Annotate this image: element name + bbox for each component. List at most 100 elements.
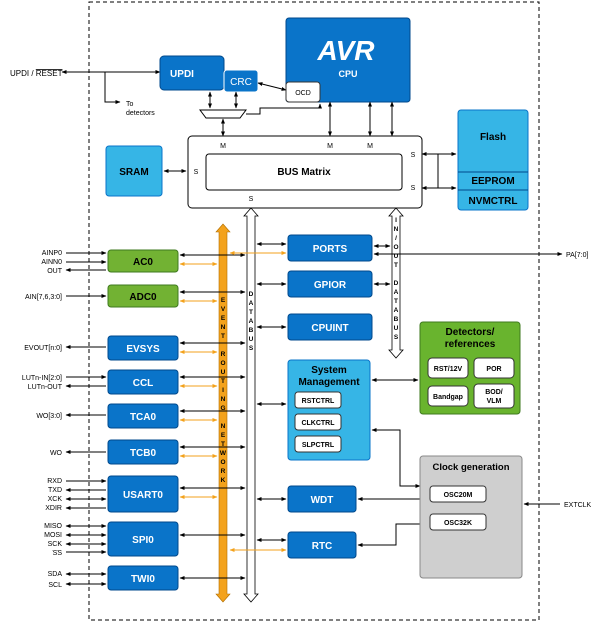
- vertical-label-char: B: [394, 316, 399, 323]
- wdt-label: WDT: [311, 495, 334, 506]
- ocd-block: [285, 81, 321, 103]
- vertical-label-char: E: [221, 315, 226, 322]
- pin-wo: WO: [50, 450, 63, 457]
- port-m-1: M: [220, 143, 226, 150]
- pin-sck: SCK: [48, 541, 63, 548]
- sram-block: [105, 145, 163, 197]
- vertical-label-char: O: [393, 244, 398, 251]
- crc-label: CRC: [230, 77, 252, 88]
- ports-block: [287, 234, 373, 262]
- vertical-label-char: A: [249, 300, 254, 307]
- bodvlm-label-1: BOD/: [485, 389, 503, 396]
- bodvlm-block: [473, 383, 515, 409]
- tca0-block: [107, 403, 179, 429]
- port-s-databus: S: [249, 196, 254, 203]
- pin-lutout: LUTn-OUT: [28, 384, 63, 391]
- vertical-label-char: N: [221, 423, 226, 430]
- pin-ainp0: AINP0: [42, 250, 62, 257]
- osc20m-block: [429, 485, 487, 503]
- vertical-label-char: O: [220, 459, 225, 466]
- adc0-block: [107, 284, 179, 308]
- vertical-label-char: A: [394, 289, 399, 296]
- inout-databus: [388, 207, 404, 359]
- spi0-block: [107, 521, 179, 557]
- pin-pa: PA[7:0]: [566, 252, 588, 259]
- tcb0-label: TCB0: [130, 448, 157, 459]
- vertical-label-char: A: [249, 318, 254, 325]
- spi0-label: SPI0: [132, 535, 154, 546]
- sram-label: SRAM: [119, 167, 148, 178]
- gpior-label: GPIOR: [314, 280, 347, 291]
- vertical-label-char: N: [221, 396, 226, 403]
- pin-wo30: WO[3:0]: [36, 413, 62, 420]
- pin-txd: TXD: [48, 487, 62, 494]
- ccl-label: CCL: [133, 378, 154, 389]
- rtc-label: RTC: [312, 541, 333, 552]
- rstctrl-label: RSTCTRL: [302, 398, 335, 405]
- vertical-label-char: I: [395, 217, 397, 224]
- vertical-label-char: V: [221, 306, 226, 313]
- osc20m-label: OSC20M: [444, 492, 473, 499]
- bodvlm-label-2: VLM: [487, 398, 502, 405]
- eeprom-label: EEPROM: [471, 176, 514, 187]
- left-bus-connections: [179, 253, 246, 580]
- bandgap-block: [427, 385, 469, 407]
- rtc-block: [287, 531, 357, 559]
- chip-boundary: [88, 1, 540, 621]
- pin-updi-reset: UPDI / RESET: [10, 69, 63, 78]
- pin-scl: SCL: [48, 582, 62, 589]
- bus-matrix-inner: [205, 153, 403, 191]
- vertical-label-char: T: [221, 378, 225, 385]
- event-routing-network-bus: [215, 223, 231, 603]
- clkctrl-block: [294, 413, 342, 431]
- twi0-label: TWI0: [131, 574, 155, 585]
- pin-lutin: LUTn-IN[2:0]: [22, 375, 62, 382]
- vertical-label-char: N: [221, 324, 226, 331]
- detectors-label-1: Detectors/: [446, 327, 495, 338]
- ports-label: PORTS: [313, 244, 348, 255]
- bandgap-label: Bandgap: [433, 394, 463, 401]
- vertical-label-char: B: [249, 327, 254, 334]
- evsys-block: [107, 335, 179, 361]
- slpctrl-label: SLPCTRL: [302, 442, 335, 449]
- usart0-label: USART0: [123, 490, 163, 501]
- port-m-3: M: [367, 143, 373, 150]
- pin-ss: SS: [53, 550, 63, 557]
- ac0-block: [107, 249, 179, 273]
- vertical-label-char: U: [221, 369, 226, 376]
- vertical-label-char: T: [394, 262, 398, 269]
- updi-mux: [199, 109, 247, 119]
- vertical-label-char: I: [222, 387, 224, 394]
- ccl-block: [107, 369, 179, 395]
- pin-xck: XCK: [48, 496, 63, 503]
- to-detectors-label: To: [126, 101, 134, 108]
- port-m-2: M: [327, 143, 333, 150]
- databus: [243, 207, 259, 603]
- vertical-label-char: U: [394, 325, 399, 332]
- vertical-label-char: W: [220, 450, 227, 457]
- vertical-label-char: /: [395, 235, 397, 242]
- system-management-block: [287, 359, 371, 461]
- vertical-label-char: U: [394, 253, 399, 260]
- pin-sda: SDA: [48, 571, 63, 578]
- vertical-label-char: U: [249, 336, 254, 343]
- vertical-label-char: T: [221, 333, 225, 340]
- vertical-label-char: D: [394, 280, 399, 287]
- tca0-label: TCA0: [130, 412, 157, 423]
- crc-block: [223, 69, 259, 93]
- vertical-label-char: A: [394, 307, 399, 314]
- osc32k-label: OSC32K: [444, 520, 472, 527]
- vertical-label-char: E: [221, 432, 226, 439]
- ocd-label: OCD: [295, 90, 311, 97]
- vertical-label-char: T: [249, 309, 253, 316]
- port-s-nvm: S: [411, 185, 416, 192]
- avr-logo: AVR: [316, 35, 375, 66]
- pin-out: OUT: [47, 268, 63, 275]
- vertical-label-char: E: [221, 297, 226, 304]
- pin-mosi: MOSI: [44, 532, 62, 539]
- vertical-label-char: T: [221, 441, 225, 448]
- pin-miso: MISO: [44, 523, 62, 530]
- port-s-sram: S: [194, 169, 199, 176]
- vertical-label-char: R: [221, 468, 226, 475]
